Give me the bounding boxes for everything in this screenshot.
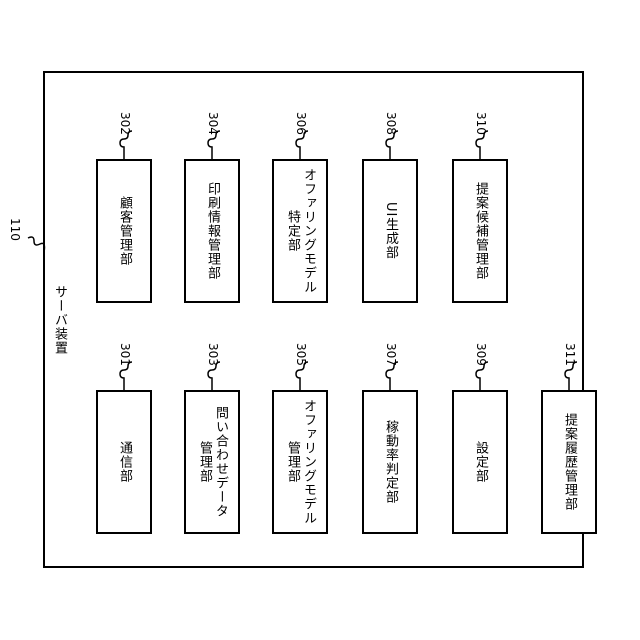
ref-number-309: 309 bbox=[474, 343, 488, 366]
block-label-305: オファリングモデル 管理部 bbox=[284, 399, 316, 525]
block-305: オファリングモデル 管理部 bbox=[272, 390, 328, 534]
ref-number-308: 308 bbox=[384, 112, 398, 135]
block-label-309: 設定部 bbox=[472, 441, 488, 483]
block-310: 提案候補管理部 bbox=[452, 159, 508, 303]
ref-number-310: 310 bbox=[474, 112, 488, 135]
ref-number-307: 307 bbox=[384, 343, 398, 366]
block-label-311: 提案履歴管理部 bbox=[561, 413, 577, 511]
device-title: サーバ装置 bbox=[50, 285, 69, 355]
block-303: 問い合わせデータ 管理部 bbox=[184, 390, 240, 534]
block-307: 稼動率判定部 bbox=[362, 390, 418, 534]
ref-number-302: 302 bbox=[118, 112, 132, 135]
block-label-303: 問い合わせデータ 管理部 bbox=[196, 406, 228, 518]
block-label-307: 稼動率判定部 bbox=[382, 420, 398, 504]
ref-number-303: 303 bbox=[206, 343, 220, 366]
block-311: 提案履歴管理部 bbox=[541, 390, 597, 534]
block-label-310: 提案候補管理部 bbox=[472, 182, 488, 280]
ref-number-311: 311 bbox=[563, 343, 577, 366]
ref-number-301: 301 bbox=[118, 343, 132, 366]
block-label-308: UI生成部 bbox=[382, 202, 398, 259]
block-label-301: 通信部 bbox=[116, 441, 132, 483]
block-304: 印刷情報管理部 bbox=[184, 159, 240, 303]
block-301: 通信部 bbox=[96, 390, 152, 534]
block-306: オファリングモデル 特定部 bbox=[272, 159, 328, 303]
block-label-304: 印刷情報管理部 bbox=[204, 182, 220, 280]
ref-number-304: 304 bbox=[206, 112, 220, 135]
block-302: 顧客管理部 bbox=[96, 159, 152, 303]
block-309: 設定部 bbox=[452, 390, 508, 534]
ref-number-306: 306 bbox=[294, 112, 308, 135]
device-ref-number: 110 bbox=[8, 218, 22, 241]
block-308: UI生成部 bbox=[362, 159, 418, 303]
block-label-302: 顧客管理部 bbox=[116, 196, 132, 266]
block-label-306: オファリングモデル 特定部 bbox=[284, 168, 316, 294]
ref-number-305: 305 bbox=[294, 343, 308, 366]
